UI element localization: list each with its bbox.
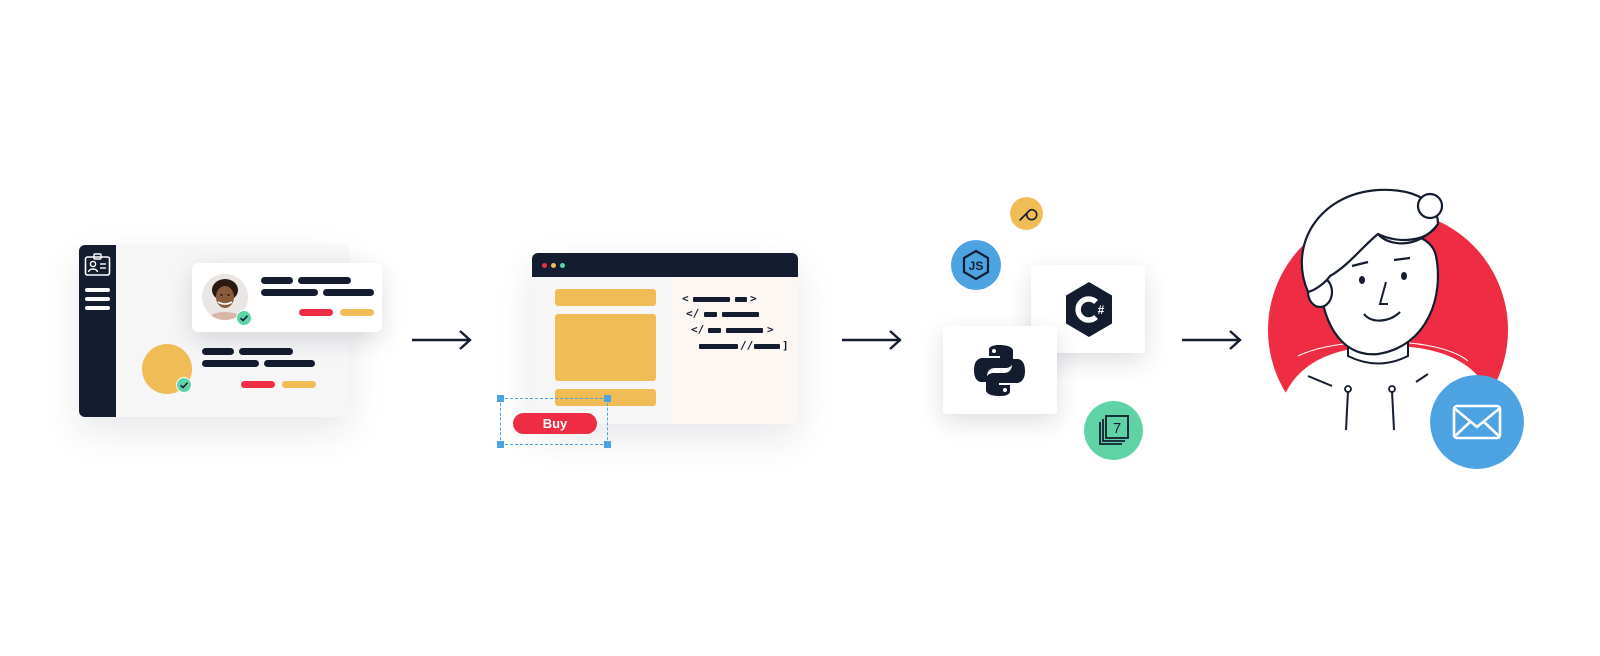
browser-window — [532, 253, 798, 424]
code-bracket: > — [750, 292, 757, 305]
text-line — [298, 277, 351, 284]
window-dot-close[interactable] — [542, 263, 547, 268]
code-bracket: < — [682, 292, 689, 305]
text-line — [239, 348, 293, 355]
layers-7-icon: 7 — [1084, 401, 1143, 460]
person-illustration — [1276, 188, 1500, 460]
wrench-icon — [1010, 197, 1043, 230]
selection-handle[interactable] — [497, 441, 504, 448]
code-bracket: > — [767, 323, 774, 336]
text-line — [323, 289, 374, 296]
code-comment: // — [740, 339, 754, 352]
check-icon — [176, 377, 192, 393]
code-token — [735, 297, 747, 302]
text-line — [261, 289, 318, 296]
nodejs-icon: JS — [951, 240, 1001, 290]
code-token — [754, 344, 780, 349]
selection-handle[interactable] — [497, 395, 504, 402]
window-dot-minimize[interactable] — [551, 263, 556, 268]
code-token — [699, 344, 738, 349]
layout-block — [555, 314, 656, 381]
python-icon — [974, 345, 1025, 396]
tag-red — [241, 381, 275, 388]
code-bracket: ] — [782, 339, 789, 352]
window-titlebar — [532, 253, 798, 277]
selection-handle[interactable] — [604, 395, 611, 402]
svg-text:#: # — [1098, 303, 1105, 317]
sidebar — [79, 245, 116, 417]
window-dot-maximize[interactable] — [560, 263, 565, 268]
tag-yellow — [282, 381, 316, 388]
check-icon — [236, 310, 252, 326]
mail-icon — [1430, 375, 1524, 469]
text-line — [202, 360, 259, 367]
code-bracket: </ — [691, 323, 705, 336]
text-line — [261, 277, 293, 284]
text-line — [264, 360, 315, 367]
arrow-right-icon — [1182, 330, 1242, 350]
code-token — [693, 297, 730, 302]
code-token — [708, 328, 721, 333]
csharp-icon: # — [1066, 282, 1112, 337]
python-tile — [943, 326, 1057, 414]
tag-red — [299, 309, 333, 316]
code-token — [726, 328, 763, 333]
selection-handle[interactable] — [604, 441, 611, 448]
menu-icon[interactable] — [85, 288, 110, 310]
arrow-right-icon — [412, 330, 472, 350]
id-card-icon — [84, 253, 111, 276]
layers-number: 7 — [1113, 420, 1121, 437]
code-bracket: </ — [686, 307, 700, 320]
selection-box[interactable] — [497, 395, 611, 448]
buy-button[interactable]: Buy — [513, 413, 597, 434]
code-token — [704, 312, 717, 317]
text-line — [202, 348, 234, 355]
code-token — [722, 312, 759, 317]
tag-yellow — [340, 309, 374, 316]
avatar — [202, 274, 248, 320]
arrow-right-icon — [842, 330, 902, 350]
js-label: JS — [969, 259, 984, 273]
layout-block — [555, 289, 656, 306]
